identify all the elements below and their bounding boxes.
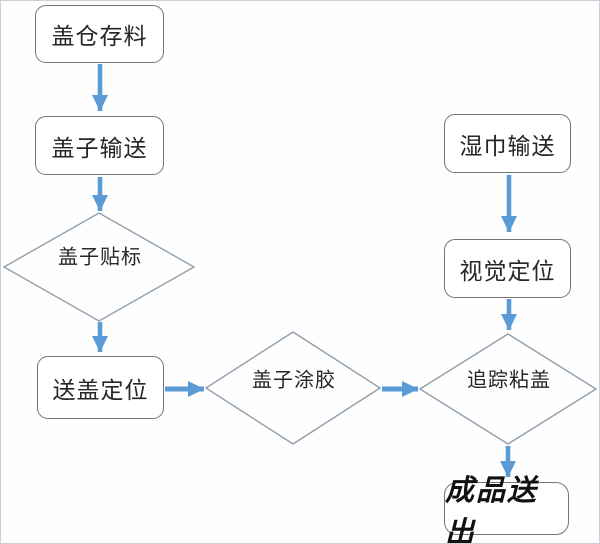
node-lid-storage-label: 盖仓存料 [51, 23, 148, 49]
node-lid-storage: 盖仓存料 [35, 5, 164, 63]
node-product-output: 成品送出 [444, 473, 569, 543]
decision-lid-gluing-shape [204, 331, 382, 445]
decision-tracking-sticking-shape [418, 333, 598, 445]
node-wipes-convey-label: 湿巾输送 [459, 132, 556, 159]
decision-lid-gluing-label: 盖子涂胶 [252, 369, 336, 392]
decision-tracking-sticking-label: 追踪粘盖 [467, 369, 551, 392]
node-vision-positioning-label: 视觉定位 [459, 257, 556, 284]
decision-lid-labeling-shape [2, 212, 196, 322]
node-product-output-label: 成品送出 [445, 472, 539, 544]
node-lid-positioning: 送盖定位 [37, 356, 164, 419]
node-lid-positioning-label: 送盖定位 [52, 376, 149, 403]
node-lid-convey: 盖子输送 [35, 116, 164, 175]
node-lid-convey-label: 盖子输送 [51, 134, 148, 161]
node-vision-positioning: 视觉定位 [444, 239, 571, 298]
node-wipes-convey: 湿巾输送 [444, 114, 571, 173]
decision-lid-labeling-label: 盖子贴标 [58, 246, 142, 269]
